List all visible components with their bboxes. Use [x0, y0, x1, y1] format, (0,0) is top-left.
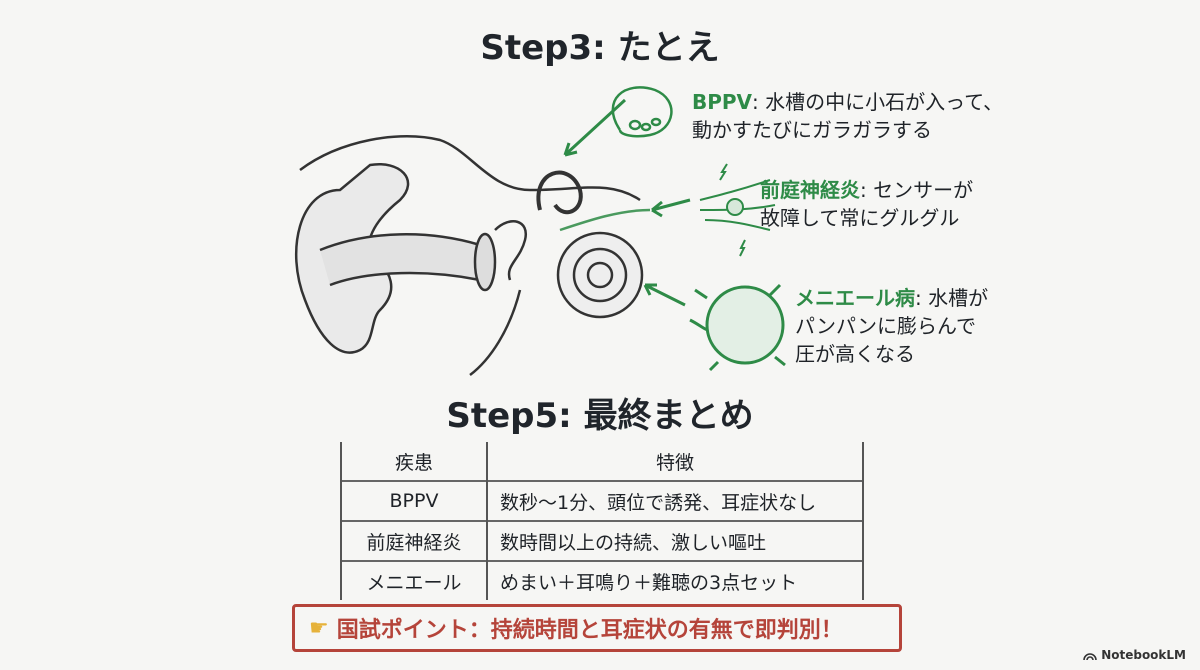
- cell-features: 数秒〜1分、頭位で誘発、耳症状なし: [486, 481, 864, 521]
- analogy-bppv: BPPV: 水槽の中に小石が入って、 動かすたびにガラガラする: [692, 88, 1003, 144]
- table-row: BPPV 数秒〜1分、頭位で誘発、耳症状なし: [340, 481, 864, 521]
- analogy-key: 前庭神経炎: [760, 178, 860, 202]
- swollen-sac-icon: [689, 283, 786, 372]
- exam-point-callout: ☛ 国試ポイント：持続時間と耳症状の有無で即判別！: [292, 604, 902, 652]
- eustachian-tube: [469, 289, 522, 376]
- cell-disease: BPPV: [340, 481, 488, 521]
- header-disease: 疾患: [340, 442, 488, 481]
- analogy-key: BPPV: [692, 90, 753, 114]
- table-header-row: 疾患 特徴: [340, 442, 864, 481]
- arrow-vestibular: [651, 198, 691, 218]
- analogy-text: : 水槽の中に小石が入って、: [752, 90, 1004, 114]
- analogy-vestibular-neuritis: 前庭神経炎: センサーが 故障して常にグルグル: [760, 176, 973, 232]
- table-row: 前庭神経炎 数時間以上の持続、激しい嘔吐: [340, 521, 864, 561]
- skull-outline: [299, 135, 641, 202]
- cell-features: めまい＋耳鳴り＋難聴の3点セット: [486, 561, 864, 600]
- ear-canal: [319, 233, 482, 287]
- analogy-key: メニエール病: [795, 286, 915, 310]
- step5-title: Step5: 最終まとめ: [446, 396, 754, 436]
- analogy-text: : センサーが: [860, 178, 974, 202]
- bppv-canal-icon: [611, 86, 673, 138]
- summary-table: 疾患 特徴 BPPV 数秒〜1分、頭位で誘発、耳症状なし 前庭神経炎 数時間以上…: [340, 442, 864, 600]
- cell-disease: メニエール: [340, 561, 488, 600]
- ossicles: [494, 220, 528, 281]
- vestibular-nerve: [559, 208, 651, 232]
- analogy-text: 故障して常にグルグル: [760, 206, 960, 230]
- step3-title: Step3: たとえ: [480, 28, 720, 68]
- analogy-text: 動かすたびにガラガラする: [692, 118, 932, 142]
- analogy-text: 圧が高くなる: [795, 342, 915, 366]
- arrow-meniere: [643, 283, 686, 307]
- cell-features: 数時間以上の持続、激しい嘔吐: [486, 521, 864, 561]
- analogy-text: パンパンに膨らんで: [795, 314, 976, 338]
- notebooklm-logo-icon: [1083, 653, 1097, 660]
- brand-label: NotebookLM: [1101, 648, 1186, 662]
- inner-ear-illustration: [294, 86, 786, 376]
- nerve-spark-icon: [699, 163, 776, 257]
- analogy-meniere: メニエール病: 水槽が パンパンに膨らんで 圧が高くなる: [795, 284, 988, 368]
- callout-text: 国試ポイント：持続時間と耳症状の有無で即判別！: [336, 618, 843, 643]
- cell-disease: 前庭神経炎: [340, 521, 488, 561]
- notebooklm-brand: NotebookLM: [1083, 648, 1186, 662]
- semicircular-canals: [536, 170, 583, 215]
- table-row: メニエール めまい＋耳鳴り＋難聴の3点セット: [340, 561, 864, 600]
- header-features: 特徴: [486, 442, 864, 481]
- pointing-hand-icon: ☛: [309, 615, 329, 641]
- eardrum: [473, 232, 497, 292]
- cochlea: [556, 231, 644, 319]
- arrow-bppv: [563, 98, 627, 157]
- analogy-text: : 水槽が: [915, 286, 989, 310]
